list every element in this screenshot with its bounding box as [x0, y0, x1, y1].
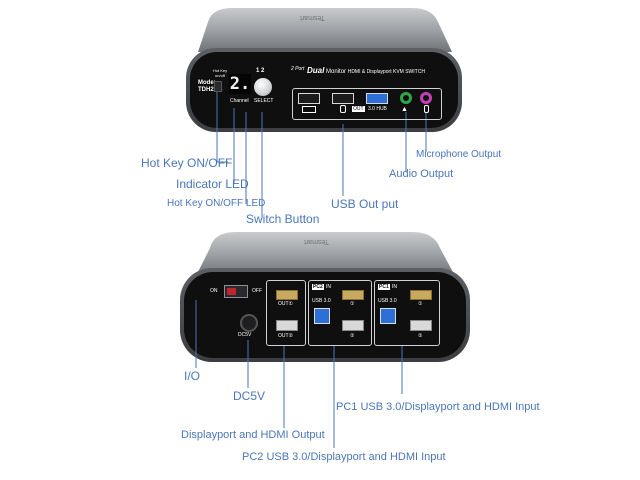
hotkey-switch[interactable]	[214, 81, 222, 92]
callout-hotkey-led: Hot Key ON/OFF LED	[167, 199, 265, 209]
pc1-dp-port[interactable]	[410, 320, 432, 331]
hotkey-switch-label: Hot Key on/off	[210, 68, 230, 78]
power-off-label: OFF	[252, 288, 262, 294]
out-dp-port[interactable]	[276, 320, 298, 331]
channel-display: 2.	[229, 74, 251, 94]
product-word-rest: HDMI & Displayport KVM SWITCH	[348, 69, 425, 75]
out-hdmi-label: OUT①	[278, 301, 293, 307]
pc1-badge: PC1	[378, 284, 390, 290]
dc5v-label: DC5V	[238, 332, 251, 338]
pc2-hdmi-port[interactable]	[342, 290, 364, 300]
pc2-usb-b-port[interactable]	[314, 308, 330, 324]
callout-io: I/O	[184, 370, 200, 382]
mouse-icon	[340, 105, 346, 113]
callout-microphone-output: Microphone Output	[416, 150, 501, 160]
out-hdmi-port[interactable]	[276, 290, 298, 300]
product-word-monitor: Monitor	[326, 69, 346, 75]
dc-jack[interactable]	[240, 314, 258, 332]
callout-pc2-input: PC2 USB 3.0/Displayport and HDMI Input	[242, 452, 446, 463]
pc1-hdmi-port[interactable]	[410, 290, 432, 300]
pc2-badge: PC2	[312, 284, 324, 290]
pc1-hdmi-label: ①	[418, 301, 422, 307]
usb-hub-label: 3.0 HUB	[368, 106, 387, 112]
callout-audio-output: Audio Output	[389, 169, 453, 180]
pc2-dp-port[interactable]	[342, 320, 364, 331]
usb-out-label: OUT	[352, 106, 365, 112]
callout-hotkey-onoff: Hot Key ON/OFF	[141, 157, 232, 169]
pc2-usb30-label: USB 3.0	[312, 298, 331, 304]
pc1-in-label: IN	[392, 284, 397, 290]
speaker-icon: ▲	[401, 106, 408, 113]
select-button[interactable]	[254, 78, 272, 96]
out-dp-label: OUT②	[278, 333, 293, 339]
usb-port-2[interactable]	[332, 93, 354, 104]
usb-port-1[interactable]	[298, 93, 320, 104]
mic-jack[interactable]	[420, 92, 432, 104]
select-number-icon: 1 2	[256, 68, 264, 74]
callout-pc1-input: PC1 USB 3.0/Displayport and HDMI Input	[336, 402, 540, 413]
power-on-label: ON	[210, 288, 218, 294]
usb-port-3-blue[interactable]	[366, 93, 388, 104]
callout-indicator-led: Indicator LED	[176, 178, 249, 190]
select-label: SELECT	[254, 98, 273, 104]
product-title: Dual Monitor HDMI & Displayport KVM SWIT…	[307, 66, 425, 75]
power-switch[interactable]	[224, 285, 248, 298]
callout-usb-out: USB Out put	[331, 198, 398, 210]
product-word-dual: Dual	[307, 66, 324, 75]
channel-label: Channel	[230, 98, 249, 104]
audio-jack[interactable]	[400, 92, 412, 104]
power-switch-red	[227, 288, 236, 295]
callout-switch-button: Switch Button	[246, 213, 319, 225]
pc2-in-label: IN	[326, 284, 331, 290]
pc1-usb30-label: USB 3.0	[378, 298, 397, 304]
callout-dc5v: DC5V	[233, 390, 265, 402]
pc2-dp-label: ②	[350, 333, 354, 339]
pc1-usb-b-port[interactable]	[380, 308, 396, 324]
microphone-icon	[424, 105, 429, 113]
callout-dp-hdmi-output: Displayport and HDMI Output	[181, 430, 325, 441]
pc1-dp-label: ②	[418, 333, 422, 339]
front-brand: Tesmart	[300, 14, 325, 21]
badge-2port: 2 Port	[291, 66, 304, 72]
rear-brand: Tesmart	[304, 238, 329, 245]
pc2-hdmi-label: ①	[350, 301, 354, 307]
keyboard-icon	[302, 106, 316, 113]
